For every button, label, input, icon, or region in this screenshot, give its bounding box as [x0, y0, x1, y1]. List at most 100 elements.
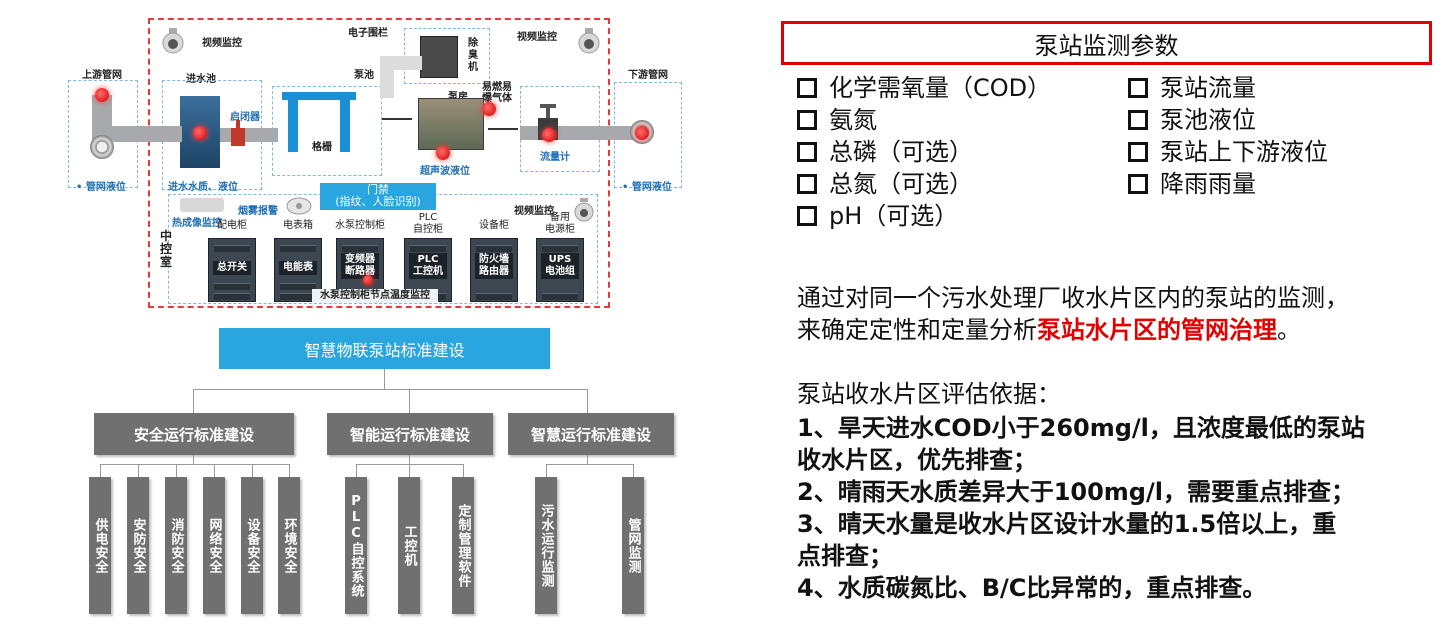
param-list-right: 泵站流量 泵池液位 泵站上下游液位 降雨雨量	[1128, 72, 1328, 200]
cabinet-title: 设备柜	[479, 220, 509, 231]
grille-zone	[272, 86, 382, 176]
gate-valve-label: 启闭器	[230, 112, 260, 123]
criteria-line: 2、晴雨天水质差异大于100mg/l，需要重点排查；	[797, 478, 1355, 506]
camera-room-label: 视频监控	[514, 206, 554, 217]
leaf-fire-safety: 消防安全	[165, 477, 187, 614]
criteria-line: 3、晴天水量是收水片区设计水量的1.5倍以上，重	[797, 510, 1337, 538]
connector	[100, 464, 290, 465]
checkbox-icon	[1128, 78, 1148, 98]
connector	[214, 464, 215, 477]
connector	[546, 464, 547, 477]
branch-safety: 安全运行标准建设	[94, 413, 294, 455]
connector	[409, 455, 410, 465]
connector	[289, 464, 290, 477]
upstream-network-label: 上游管网	[82, 70, 122, 81]
criteria: 泵站收水片区评估依据： 1、旱天进水COD小于260mg/l，且浓度最低的泵站 …	[797, 378, 1365, 604]
cabinet: UPS 电池组	[536, 238, 584, 302]
dome-camera-icon	[574, 198, 594, 222]
tree-root: 智慧物联泵站标准建设	[219, 328, 550, 369]
cabinet-title: PLC 自控柜	[413, 212, 443, 235]
smoke-detector-icon	[286, 196, 312, 216]
pump-house-building	[418, 98, 484, 150]
param-item: 泵站上下游液位	[1128, 136, 1328, 168]
camera-label-right: 视频监控	[517, 32, 557, 43]
gas-sensor-dot	[482, 102, 496, 116]
flowmeter-label: 流量计	[540, 152, 570, 163]
gas-alarm-label: 易燃易爆气体	[482, 82, 512, 104]
connector	[100, 464, 101, 477]
dome-camera-icon	[578, 28, 600, 54]
flow-arrow-icon	[382, 118, 412, 120]
downstream-network-label: 下游管网	[628, 70, 668, 81]
checkbox-icon	[797, 206, 817, 226]
leaf-network-monitoring: 管网监测	[622, 477, 644, 614]
control-room-label: 中控室	[160, 229, 173, 269]
criteria-line: 点排查；	[797, 542, 893, 570]
thermal-camera-label: 热成像监控	[172, 218, 222, 229]
connector	[463, 464, 464, 477]
deodorizer-label: 除臭机	[468, 38, 478, 73]
valve-icon	[228, 120, 248, 148]
thermal-camera-icon	[180, 198, 224, 212]
pump-pool-label: 泵池	[354, 70, 374, 81]
checkbox-icon	[1128, 142, 1148, 162]
cabinet-label: 电能表	[279, 261, 317, 275]
leaf-industrial-pc: 工控机	[398, 477, 420, 614]
checkbox-icon	[797, 110, 817, 130]
flow-arrow-icon	[488, 128, 518, 130]
param-item: 降雨雨量	[1128, 168, 1328, 200]
ultrasonic-sensor-dot	[436, 146, 450, 160]
inlet-tank-label: 进水池	[186, 74, 216, 85]
param-item: 泵站流量	[1128, 72, 1328, 104]
checkbox-icon	[797, 78, 817, 98]
upstream-sensor-dot	[95, 88, 109, 102]
connector	[409, 464, 410, 477]
connector	[138, 464, 139, 477]
temperature-monitor-label: 水泵控制柜节点温度监控	[312, 289, 438, 303]
connector	[356, 464, 357, 477]
downstream-pipe	[584, 126, 634, 140]
leaf-sewage-monitoring: 污水运行监测	[535, 477, 557, 614]
electronic-fence-boundary	[148, 18, 610, 308]
param-list-left: 化学需氧量（COD） 氨氮 总磷（可选） 总氮（可选） pH（可选）	[797, 72, 1051, 232]
param-item: 氨氮	[797, 104, 1051, 136]
cabinet-label: 变频器 断路器	[341, 253, 379, 279]
access-control-badge: 门禁 (指纹、人脸识别)	[320, 183, 436, 210]
criteria-line: 收水片区，优先排查；	[797, 446, 1037, 474]
criteria-line: 4、水质碳氮比、B/C比异常的，重点排查。	[797, 574, 1267, 602]
connector	[633, 464, 634, 477]
cabinet: 总开关	[208, 238, 256, 302]
electronic-fence-label: 电子围栏	[348, 28, 388, 39]
cabinet-title: 水泵控制柜	[335, 220, 385, 231]
dome-camera-icon	[162, 28, 184, 54]
camera-label-left: 视频监控	[202, 38, 242, 49]
leaf-equipment-safety: 设备安全	[241, 477, 263, 614]
network-level-label-right: • 管网液位	[622, 182, 672, 193]
connector	[409, 389, 410, 413]
branch-smart: 智慧运行标准建设	[508, 413, 674, 455]
flowmeter-sensor-dot	[542, 128, 556, 142]
branch-intelligent: 智能运行标准建设	[327, 413, 493, 455]
leaf-environment-safety: 环境安全	[278, 477, 300, 614]
downstream-sensor-dot	[635, 126, 649, 140]
leaf-custom-software: 定制管理软件	[452, 477, 474, 614]
network-level-label-left: • 管网液位	[76, 182, 126, 193]
connector	[193, 455, 194, 465]
checkbox-icon	[1128, 110, 1148, 130]
inlet-pipe	[112, 126, 182, 142]
cabinet-title: 配电柜	[217, 220, 247, 231]
highlight-text: 泵站水片区的管网治理	[1037, 316, 1277, 344]
cabinet-label: 防火墙 路由器	[475, 253, 513, 279]
cabinet-title: 电表箱	[283, 220, 313, 231]
cabinet-label: UPS 电池组	[541, 253, 579, 279]
description-line: 通过对同一个污水处理厂收水片区内的泵站的监测，	[797, 284, 1349, 312]
inlet-sensor-dot	[193, 126, 207, 140]
checkbox-icon	[797, 174, 817, 194]
cabinet-title: 备用 电源柜	[545, 212, 575, 235]
criteria-heading: 泵站收水片区评估依据：	[797, 380, 1061, 408]
connector	[193, 389, 194, 413]
cabinet-label: PLC 工控机	[409, 253, 447, 279]
connector	[587, 455, 588, 465]
manhole-icon	[90, 135, 114, 159]
grille-structure	[282, 92, 356, 152]
